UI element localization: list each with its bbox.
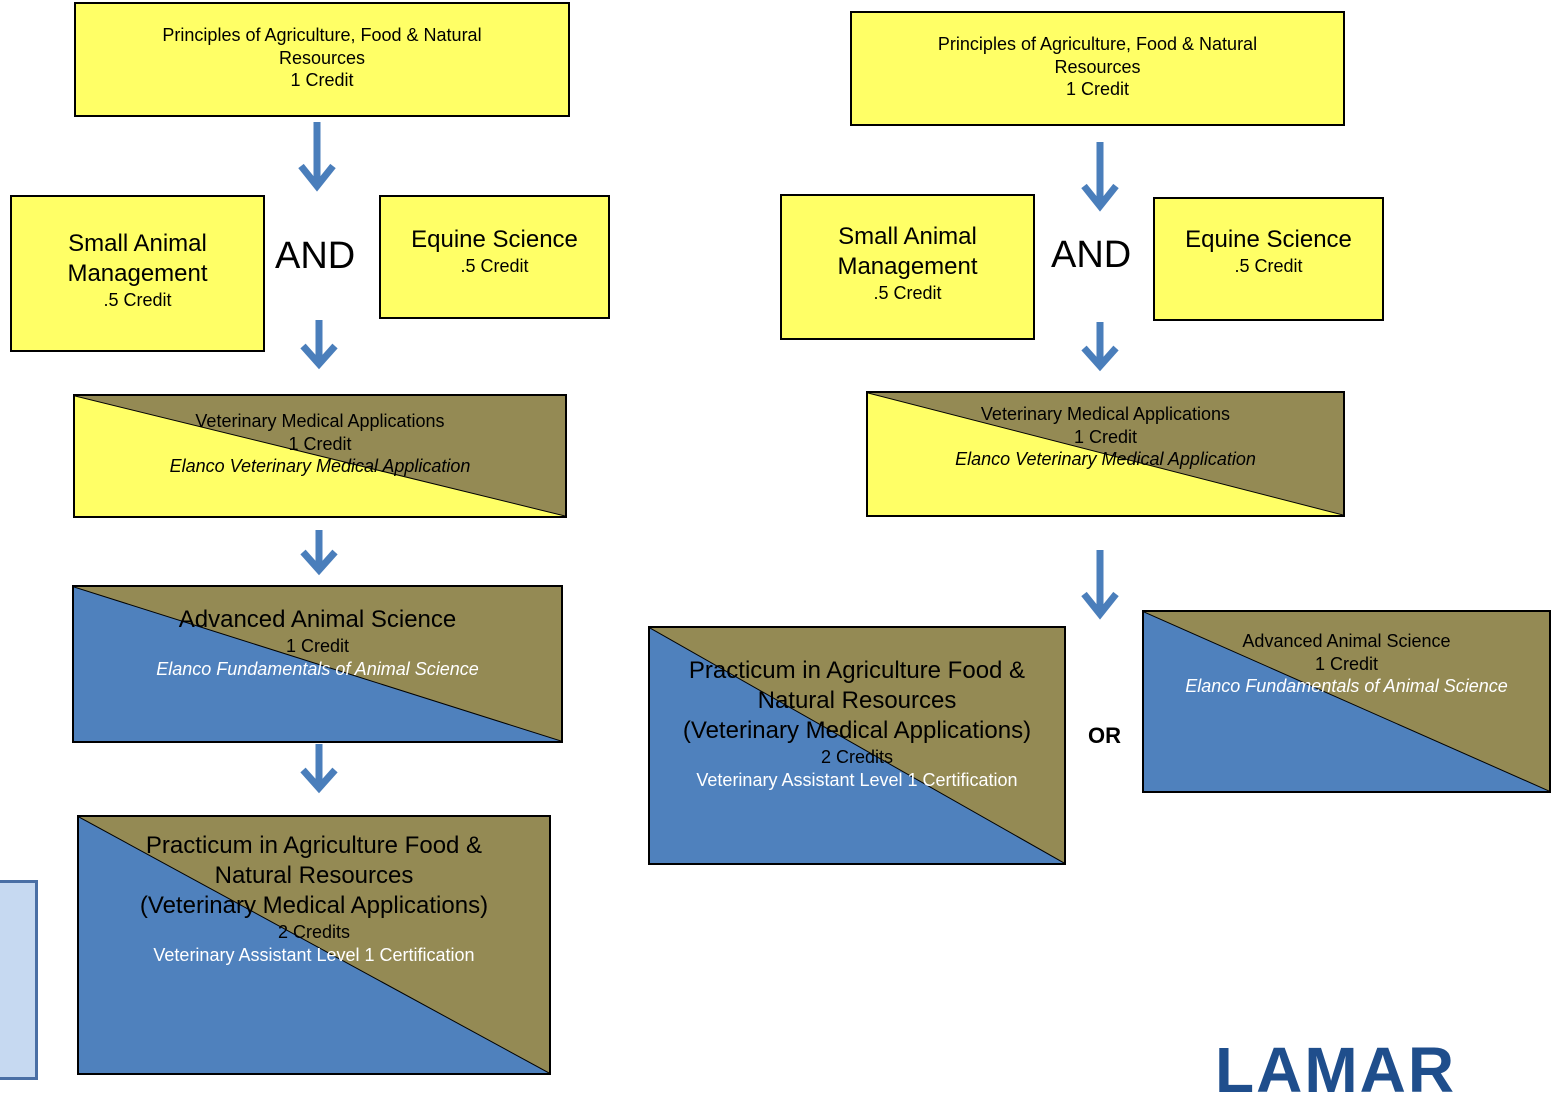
left-principles-title-line2: Resources bbox=[278, 47, 366, 68]
left-and-label: AND bbox=[275, 235, 356, 277]
left-vet-med-credit: 1 Credit bbox=[288, 433, 352, 454]
right-practicum-cert: Veterinary Assistant Level 1 Certificati… bbox=[696, 769, 1018, 790]
left-arrow-4 bbox=[300, 744, 338, 794]
left-adv-animal-cert: Elanco Fundamentals of Animal Science bbox=[156, 658, 479, 679]
right-vet-med-cert: Elanco Veterinary Medical Application bbox=[955, 449, 1256, 469]
left-equine-credit: .5 Credit bbox=[460, 256, 529, 276]
right-practicum-box: Practicum in Agriculture Food & Natural … bbox=[648, 626, 1066, 865]
right-practicum-title-line2: Natural Resources bbox=[757, 687, 957, 714]
right-adv-animal-cert: Elanco Fundamentals of Animal Science bbox=[1185, 676, 1508, 696]
left-practicum-title-line2: Natural Resources bbox=[214, 862, 414, 889]
left-practicum-title-line3: (Veterinary Medical Applications) bbox=[139, 892, 489, 919]
right-arrow-1 bbox=[1081, 142, 1119, 212]
left-adv-animal-diagonal bbox=[74, 587, 561, 741]
right-small-animal-credit: .5 Credit bbox=[873, 283, 942, 303]
right-arrow-3 bbox=[1081, 550, 1119, 620]
left-practicum-diagonal bbox=[79, 817, 549, 1073]
left-principles-box: Principles of Agriculture, Food & Natura… bbox=[74, 2, 570, 117]
left-practicum-box: Practicum in Agriculture Food & Natural … bbox=[77, 815, 551, 1075]
right-vet-med-diagonal bbox=[868, 393, 1343, 515]
left-vet-med-cert: Elanco Veterinary Medical Application bbox=[169, 456, 471, 476]
right-practicum-credit: 2 Credits bbox=[820, 747, 893, 767]
partial-side-panel bbox=[0, 880, 38, 1080]
right-vet-med-credit: 1 Credit bbox=[1073, 426, 1137, 447]
right-practicum-diagonal bbox=[650, 628, 1064, 863]
right-principles-box: Principles of Agriculture, Food & Natura… bbox=[850, 11, 1345, 126]
right-or-label: OR bbox=[1088, 723, 1121, 748]
left-principles-title-line1: Principles of Agriculture, Food & Natura… bbox=[162, 25, 482, 45]
right-principles-credit: 1 Credit bbox=[1065, 79, 1130, 99]
right-equine-box: Equine Science .5 Credit bbox=[1153, 197, 1384, 321]
left-adv-animal-credit: 1 Credit bbox=[285, 636, 349, 656]
left-adv-animal-title: Advanced Animal Science bbox=[178, 606, 457, 633]
right-vet-med-title: Veterinary Medical Applications bbox=[980, 404, 1231, 424]
left-arrow-1 bbox=[298, 122, 336, 192]
right-equine-credit: .5 Credit bbox=[1234, 256, 1303, 276]
left-vet-med-diagonal bbox=[75, 396, 565, 516]
right-arrow-2 bbox=[1081, 322, 1119, 372]
right-practicum-title-line1: Practicum in Agriculture Food & bbox=[688, 657, 1026, 684]
left-practicum-credit: 2 Credits bbox=[277, 922, 350, 942]
left-small-animal-title-line1: Small Animal bbox=[68, 230, 207, 257]
left-vet-med-box: Veterinary Medical Applications 1 Credit… bbox=[73, 394, 567, 518]
right-adv-animal-diagonal bbox=[1144, 612, 1549, 791]
left-practicum-cert: Veterinary Assistant Level 1 Certificati… bbox=[153, 944, 475, 965]
right-principles-title-line1: Principles of Agriculture, Food & Natura… bbox=[937, 34, 1258, 54]
left-arrow-3 bbox=[300, 530, 338, 576]
right-practicum-title-line3: (Veterinary Medical Applications) bbox=[682, 717, 1032, 744]
left-equine-box: Equine Science .5 Credit bbox=[379, 195, 610, 319]
left-small-animal-title-line2: Management bbox=[67, 260, 208, 287]
left-equine-title: Equine Science bbox=[411, 226, 578, 253]
right-adv-animal-box: Advanced Animal Science 1 Credit Elanco … bbox=[1142, 610, 1551, 793]
right-small-animal-title-line2: Management bbox=[837, 253, 978, 280]
left-principles-credit: 1 Credit bbox=[290, 70, 354, 90]
left-adv-animal-box: Advanced Animal Science 1 Credit Elanco … bbox=[72, 585, 563, 743]
lamar-logo: LAMAR bbox=[1215, 1034, 1457, 1106]
left-vet-med-title: Veterinary Medical Applications bbox=[195, 411, 445, 431]
right-principles-title-line2: Resources bbox=[1054, 56, 1141, 77]
left-practicum-title-line1: Practicum in Agriculture Food & bbox=[145, 832, 483, 859]
right-and-label: AND bbox=[1051, 234, 1132, 276]
right-small-animal-title-line1: Small Animal bbox=[838, 223, 977, 250]
right-small-animal-box: Small Animal Management .5 Credit bbox=[780, 194, 1035, 340]
right-adv-animal-title: Advanced Animal Science bbox=[1242, 631, 1451, 651]
right-adv-animal-credit: 1 Credit bbox=[1314, 653, 1378, 674]
right-equine-title: Equine Science bbox=[1185, 226, 1352, 253]
left-small-animal-box: Small Animal Management .5 Credit bbox=[10, 195, 265, 352]
left-arrow-2 bbox=[300, 320, 338, 370]
right-vet-med-box: Veterinary Medical Applications 1 Credit… bbox=[866, 391, 1345, 517]
left-small-animal-credit: .5 Credit bbox=[103, 290, 172, 310]
